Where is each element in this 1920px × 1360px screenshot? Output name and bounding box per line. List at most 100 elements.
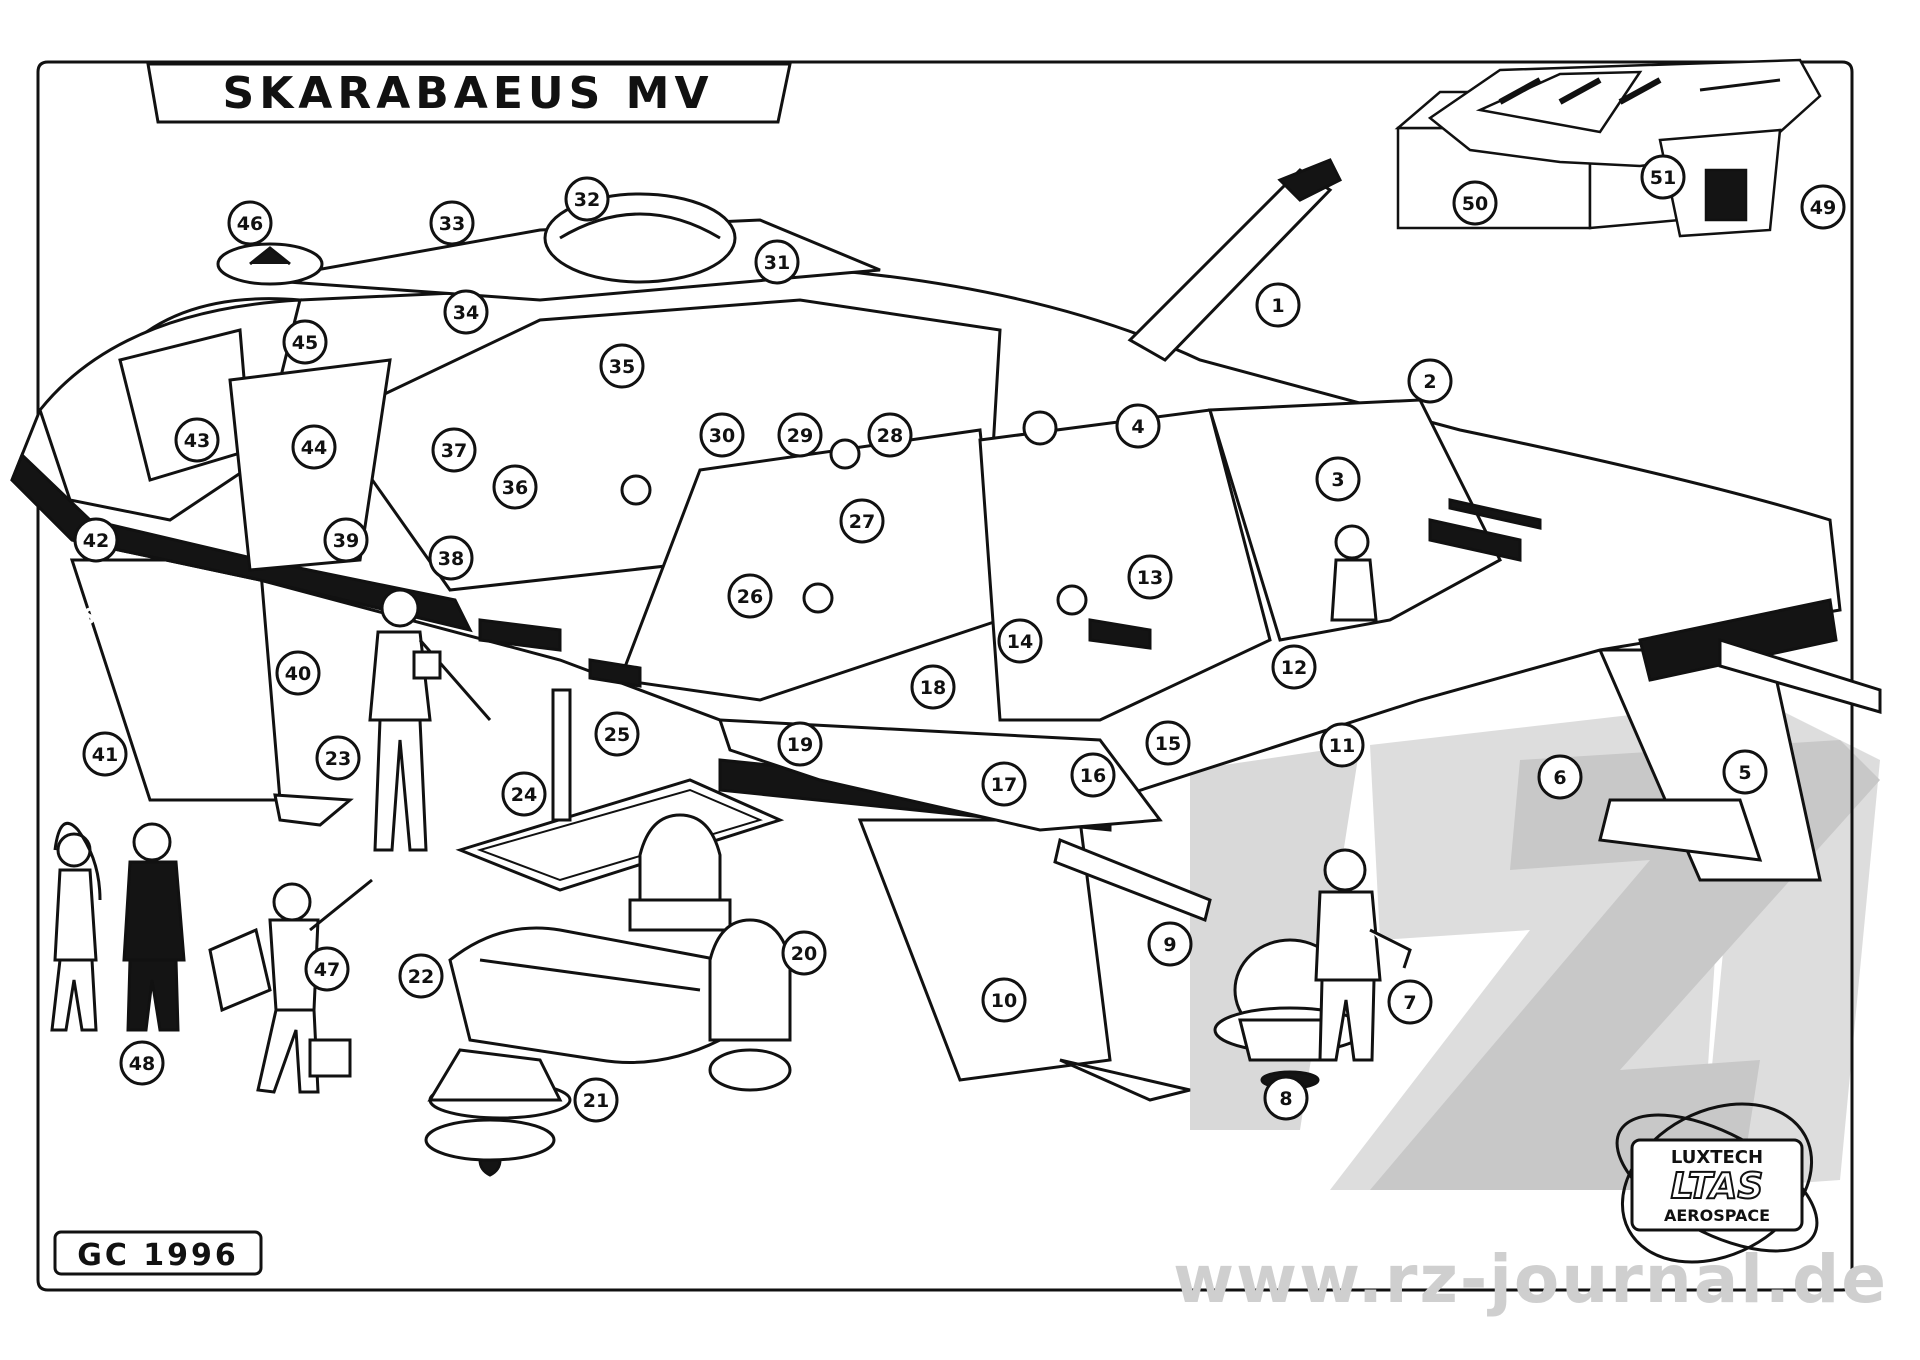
- hull-stripe: [10, 452, 473, 633]
- figure-armored: [1314, 848, 1412, 1062]
- callout-circle-5: [1722, 749, 1768, 795]
- callout-label-7: 7: [1403, 992, 1416, 1014]
- antenna-mast: [1127, 168, 1333, 362]
- logo-bottom: AEROSPACE: [1664, 1206, 1770, 1225]
- callout-label-21: 21: [583, 1090, 609, 1112]
- callout-circle-32: [564, 176, 610, 222]
- callout-label-2: 2: [1423, 371, 1436, 393]
- callout-circle-10: [981, 977, 1027, 1023]
- callout-label-18: 18: [920, 677, 946, 699]
- callout-circle-47: [304, 946, 350, 992]
- callout-circle-21: [573, 1077, 619, 1123]
- callout-circle-23: [315, 735, 361, 781]
- callout-label-47: 47: [314, 959, 340, 981]
- callout-label-13: 13: [1137, 567, 1163, 589]
- callout-label-4: 4: [1131, 416, 1144, 438]
- callout-label-28: 28: [877, 425, 903, 447]
- callout-label-24: 24: [511, 784, 537, 806]
- callout-circle-12: [1271, 644, 1317, 690]
- callout-circle-35: [599, 343, 645, 389]
- callout-circle-25: [594, 711, 640, 757]
- callout-circle-13: [1127, 554, 1173, 600]
- callout-circle-34: [443, 289, 489, 335]
- callout-circle-18: [910, 664, 956, 710]
- landing-pad: [455, 778, 785, 892]
- callout-circle-36: [492, 464, 538, 510]
- callout-label-1: 1: [1271, 295, 1284, 317]
- callout-label-14: 14: [1007, 631, 1033, 653]
- figure-technician: [368, 588, 492, 852]
- figure-pair: [50, 821, 186, 1032]
- callout-circle-37: [431, 427, 477, 473]
- callout-circle-28: [867, 412, 913, 458]
- callout-circle-2: [1407, 358, 1453, 404]
- callout-label-17: 17: [991, 774, 1017, 796]
- callout-label-11: 11: [1329, 735, 1355, 757]
- callout-label-9: 9: [1163, 934, 1176, 956]
- watermark-url: www.rz-journal.de: [1173, 1241, 1888, 1318]
- callout-circle-14: [997, 618, 1043, 664]
- inset-view: [1394, 58, 1822, 238]
- callout-label-30: 30: [709, 425, 735, 447]
- callout-circle-39: [323, 517, 369, 563]
- code-box: [53, 1230, 263, 1276]
- callout-label-25: 25: [604, 724, 630, 746]
- callout-circle-41: [82, 731, 128, 777]
- callout-label-3: 3: [1331, 469, 1344, 491]
- logo-middle: LTAS: [1671, 1166, 1764, 1207]
- callout-circle-4: [1115, 403, 1161, 449]
- page-title: SKARABAEUS MV: [223, 68, 714, 119]
- callout-circle-3: [1315, 456, 1361, 502]
- callout-label-43: 43: [184, 430, 210, 452]
- ship-hull: [10, 158, 1882, 1102]
- callout-label-10: 10: [991, 990, 1017, 1012]
- callout-label-45: 45: [292, 332, 318, 354]
- callout-circle-49: [1800, 184, 1846, 230]
- callout-label-5: 5: [1738, 762, 1751, 784]
- medical-pod-b: [708, 918, 792, 1042]
- side-cannon: [1718, 637, 1882, 714]
- callout-label-41: 41: [92, 744, 118, 766]
- callout-circle-29: [777, 412, 823, 458]
- callout-label-29: 29: [787, 425, 813, 447]
- callout-label-16: 16: [1080, 765, 1106, 787]
- nose-cannon: [1053, 837, 1212, 923]
- callout-label-42: 42: [83, 530, 109, 552]
- crew-figures: [50, 410, 1412, 1094]
- callout-label-19: 19: [787, 734, 813, 756]
- callout-circle-48: [119, 1040, 165, 1086]
- callout-circle-45: [282, 319, 328, 365]
- callout-label-51: 51: [1650, 167, 1676, 189]
- callout-label-34: 34: [453, 302, 479, 324]
- callout-label-36: 36: [502, 477, 528, 499]
- logo-top: LUXTECH: [1671, 1147, 1763, 1168]
- callout-label-46: 46: [237, 213, 263, 235]
- callout-label-15: 15: [1155, 733, 1181, 755]
- page-frame: [36, 60, 1854, 1292]
- drawing-code: GC 1996: [77, 1238, 239, 1273]
- callout-label-38: 38: [438, 548, 464, 570]
- callout-layer: 1234567891011121314151617181920212223242…: [73, 154, 1846, 1123]
- callout-label-49: 49: [1810, 197, 1836, 219]
- figure-artist: [208, 878, 373, 1094]
- callout-label-27: 27: [849, 511, 875, 533]
- callout-circle-17: [981, 761, 1027, 807]
- callout-circle-31: [754, 239, 800, 285]
- nose-section: [717, 718, 1163, 832]
- callout-label-35: 35: [609, 356, 635, 378]
- callout-circle-38: [428, 535, 474, 581]
- callout-label-40: 40: [285, 663, 311, 685]
- callout-label-31: 31: [764, 252, 790, 274]
- callout-label-37: 37: [441, 440, 467, 462]
- callout-circle-46: [227, 200, 273, 246]
- callout-circle-11: [1319, 722, 1365, 768]
- callout-circle-43: [174, 417, 220, 463]
- callout-circle-9: [1147, 921, 1193, 967]
- callout-label-26: 26: [737, 586, 763, 608]
- callout-circle-20: [781, 930, 827, 976]
- title-plate: [146, 62, 792, 124]
- callout-circle-7: [1387, 979, 1433, 1025]
- callout-circle-16: [1070, 752, 1116, 798]
